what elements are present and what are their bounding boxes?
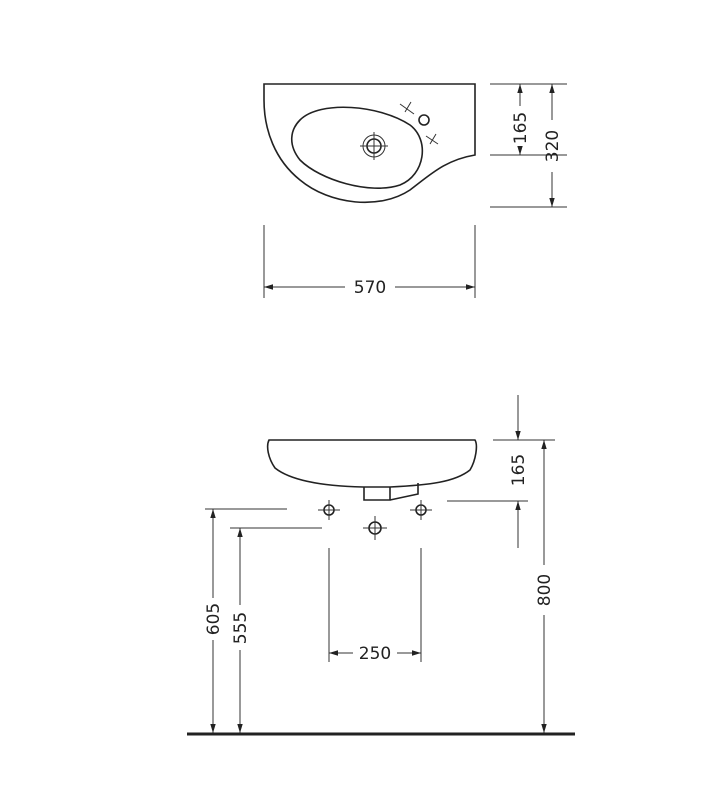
tap-hole-icon xyxy=(418,114,430,126)
tap-alternative-marks xyxy=(399,101,439,145)
dim-drain-height: 555 xyxy=(231,612,251,644)
outlet xyxy=(363,483,419,501)
supply-hole-right-icon xyxy=(410,500,432,520)
dim-basin-height: 165 xyxy=(509,454,529,486)
dim-rim-height: 800 xyxy=(535,574,555,606)
dim-width: 570 xyxy=(354,278,386,298)
dim-supply-spacing: 250 xyxy=(359,644,391,664)
front-view: 165 800 605 555 250 xyxy=(187,395,575,736)
drain-hole-icon xyxy=(363,516,387,540)
top-view: 165 320 570 xyxy=(263,83,567,298)
dim-depth: 320 xyxy=(543,130,563,162)
dim-tap-offset: 165 xyxy=(511,112,531,144)
supply-hole-left-icon xyxy=(318,500,340,520)
basin-outline-front xyxy=(266,439,478,488)
drain-icon xyxy=(360,132,388,160)
dim-supply-height: 605 xyxy=(204,603,224,635)
basin-outline-top xyxy=(263,83,476,204)
bowl-outline xyxy=(290,106,424,189)
